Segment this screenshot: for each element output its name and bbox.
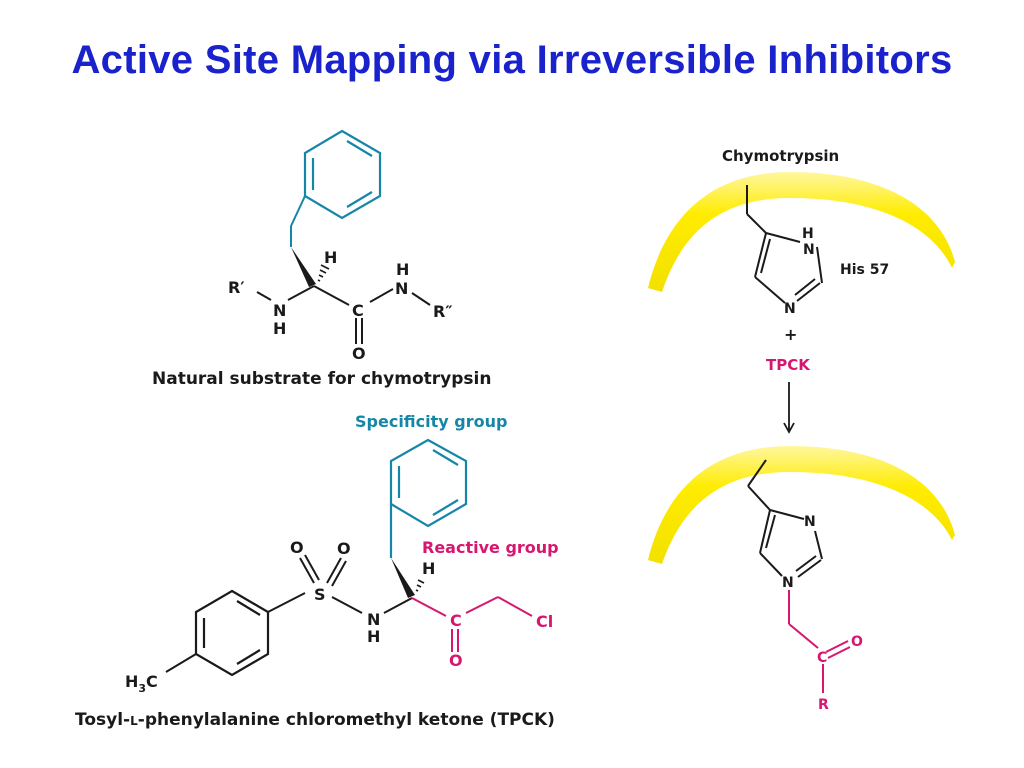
- tpck-structure: O O S N H H C O Cl H3C: [125, 438, 553, 695]
- sulfur-label: S: [314, 585, 326, 604]
- sulfonyl-o-left: O: [290, 538, 304, 557]
- his-top-h: H: [802, 226, 814, 242]
- tpck-caption: Tosyl-L-phenylalanine chloromethyl keton…: [75, 710, 555, 730]
- natural-substrate-caption: Natural substrate for chymotrypsin: [152, 369, 491, 389]
- adduct-o-label: O: [851, 634, 863, 650]
- ketone-c-label: C: [450, 611, 462, 630]
- enzyme-surface-bottom: [648, 446, 955, 564]
- specificity-group-label: Specificity group: [355, 412, 507, 431]
- tolyl-ring-icon: [194, 589, 270, 677]
- his-bottom-n1: N: [804, 514, 816, 530]
- natural-substrate-structure: R′ N H H C O H N R″: [228, 129, 452, 363]
- alpha-h-label: H: [324, 248, 337, 267]
- amide-h-right: H: [396, 260, 409, 279]
- sulfonamide-h: H: [367, 627, 380, 646]
- enzyme-surface-top: [648, 172, 955, 292]
- r-prime-label: R′: [228, 278, 245, 297]
- reactive-group-label: Reactive group: [422, 538, 559, 557]
- sulfonamide-n: N: [367, 610, 380, 629]
- his57-label: His 57: [840, 262, 889, 278]
- sulfonyl-o-right: O: [337, 539, 351, 558]
- ketone-o-label: O: [449, 651, 463, 670]
- reaction-arrow-icon: [783, 382, 795, 434]
- histidine-bottom-icon: [747, 459, 823, 578]
- benzene-ring-icon: [303, 129, 382, 220]
- carbonyl-o-label: O: [352, 344, 366, 363]
- adduct-r-label: R: [818, 697, 829, 713]
- adduct-c-label: C: [817, 650, 827, 666]
- carbonyl-c-label: C: [352, 301, 364, 320]
- tpck-alpha-h: H: [422, 559, 435, 578]
- amide-h-left: H: [273, 319, 286, 338]
- chymotrypsin-label: Chymotrypsin: [722, 147, 839, 165]
- histidine-top-icon: [746, 185, 823, 304]
- plus-sign: +: [784, 325, 797, 344]
- amide-n-right: N: [395, 279, 408, 298]
- amide-n-left: N: [273, 301, 286, 320]
- his-bottom-n2: N: [782, 575, 794, 591]
- his-top-n1: N: [803, 242, 815, 258]
- his-top-n2: N: [784, 301, 796, 317]
- slide-title: Active Site Mapping via Irreversible Inh…: [71, 38, 953, 82]
- specificity-benzene-icon: [389, 438, 468, 558]
- tpck-reagent-label: TPCK: [766, 356, 811, 374]
- r-double-prime-label: R″: [433, 302, 452, 321]
- methyl-label: H3C: [125, 672, 158, 695]
- chlorine-label: Cl: [536, 612, 553, 631]
